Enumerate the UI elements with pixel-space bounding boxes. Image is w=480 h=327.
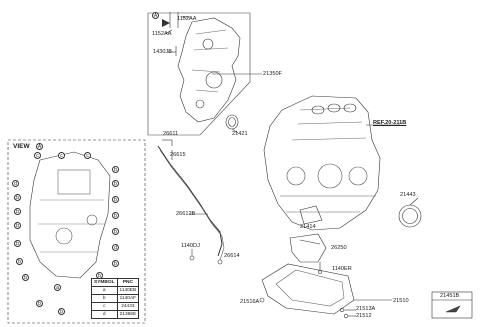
label-21516a: 21516A [240, 299, 260, 305]
view-title-letter: A [36, 143, 43, 150]
table-row: b 1140AF [91, 294, 140, 303]
label-21513a: 21513A [356, 306, 376, 312]
callout-c: c [84, 152, 91, 159]
cylinder-block [263, 95, 381, 231]
callout-c: c [34, 152, 41, 159]
callout-b: b [112, 260, 119, 267]
label-21350f: 21350F [263, 71, 282, 77]
label-26614: 26614 [224, 253, 240, 259]
callout-b: b [14, 194, 21, 201]
view-title-text: VIEW [13, 143, 30, 150]
table-row: a 1140EB [91, 286, 140, 295]
table-row: c 24433 [91, 302, 140, 311]
table-header-row: SYMBOL PNC [91, 278, 140, 287]
bolt-1140dj [189, 255, 195, 261]
view-arrow-icon [162, 19, 170, 27]
callout-view-a: A [152, 12, 159, 19]
table-cell-pnc: 1140AF [116, 294, 140, 303]
table-cell-pnc: 21356E [116, 310, 140, 319]
label-21510: 21510 [393, 298, 409, 304]
callout-b: b [112, 196, 119, 203]
table-cell-symbol: c [91, 302, 118, 311]
table-cell-symbol: a [91, 286, 118, 295]
baffle-21414 [299, 205, 323, 225]
callout-b: b [112, 166, 119, 173]
symbol-pnc-table: SYMBOL PNC a 1140EB b 1140AF c 24433 d 2… [91, 278, 140, 319]
ref-label[interactable]: REF.20-211B [373, 120, 407, 126]
callout-c: c [58, 152, 65, 159]
table-row: d 21356E [91, 310, 140, 319]
view-a-cover [29, 151, 111, 279]
label-21443: 21443 [400, 192, 416, 198]
callout-b: b [112, 228, 119, 235]
label-26250: 26250 [331, 245, 347, 251]
table-header-pnc: PNC [116, 278, 140, 287]
oring-26614 [217, 259, 223, 265]
label-1152aa-top: 1152AA [177, 16, 197, 22]
cover-crank-hole [205, 71, 223, 89]
gasket-21512 [343, 313, 349, 319]
label-21414: 21414 [300, 224, 316, 230]
table-cell-symbol: d [91, 310, 118, 319]
callout-b: b [14, 222, 21, 229]
label-21451b: 21451B [440, 293, 460, 299]
label-26611: 26611 [163, 131, 179, 137]
callout-a: a [54, 284, 61, 291]
plug-21513a [339, 307, 345, 313]
label-1152aa-left: 1152AA [152, 31, 172, 37]
callout-b: b [112, 212, 119, 219]
label-21421: 21421 [232, 131, 248, 137]
table-cell-symbol: b [91, 294, 118, 303]
table-cell-pnc: 24433 [116, 302, 140, 311]
sealant-tube-icon [445, 305, 461, 313]
timing-cover-group-box [147, 12, 251, 136]
label-26612b: 26612B [176, 211, 196, 217]
label-26615: 26615 [170, 152, 186, 158]
seal-21421 [225, 114, 239, 130]
bolt-21516a [259, 297, 265, 303]
callout-b: b [36, 300, 43, 307]
callout-b: b [14, 208, 21, 215]
callout-b: b [22, 274, 29, 281]
label-21512: 21512 [356, 313, 372, 319]
oil-level-gauge [157, 145, 223, 257]
table-cell-pnc: 1140EB [116, 286, 140, 295]
oil-pan-21510 [261, 263, 355, 315]
label-1140er: 1140ER [332, 266, 352, 272]
timing-chain-cover [177, 17, 241, 123]
callout-b: b [58, 308, 65, 315]
callout-b: b [16, 258, 23, 265]
cover-bolt-hole [202, 38, 214, 50]
callout-b: b [112, 180, 119, 187]
part-box-21451b [431, 291, 473, 319]
oil-strainer-26250 [289, 233, 327, 263]
label-1430jb: 1430JB [153, 49, 172, 55]
callout-b: b [14, 240, 21, 247]
callout-d: d [12, 180, 19, 187]
view-title: VIEW [13, 143, 30, 150]
label-1140dj: 1140DJ [181, 243, 200, 249]
callout-d: d [112, 244, 119, 251]
table-header-symbol: SYMBOL [91, 278, 118, 287]
